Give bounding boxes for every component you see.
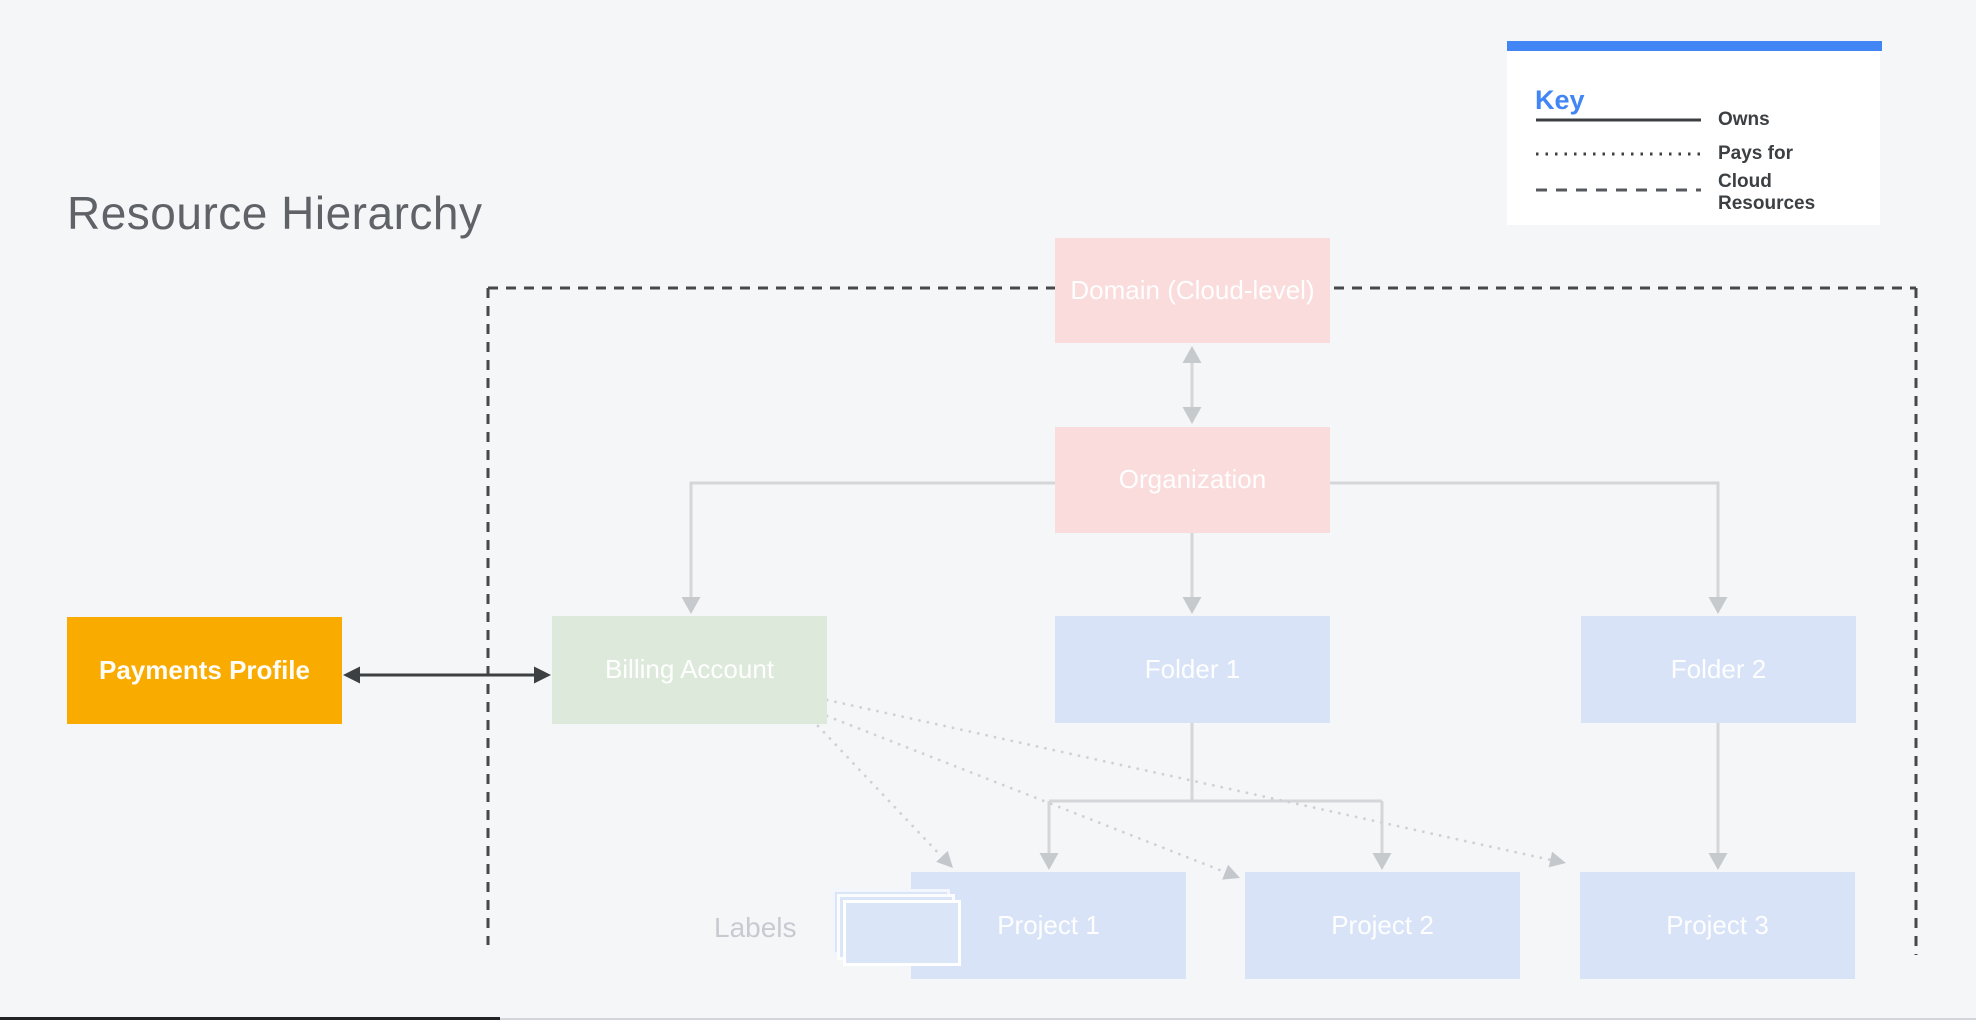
legend-label-cloud-resources: Cloud Resources (1718, 171, 1816, 214)
page-title: Resource Hierarchy (67, 187, 483, 239)
node-folder-1: Folder 1 (1055, 616, 1330, 723)
pays-arrowhead-project3 (1548, 851, 1566, 868)
legend-accent-bar (1507, 41, 1882, 51)
pays-arrowhead-project2 (1222, 864, 1240, 880)
labels-stacked-cards-icon (832, 889, 967, 971)
arrowhead-folder2 (1708, 597, 1728, 614)
legend-title: Key (1535, 85, 1585, 115)
node-project-2: Project 2 (1245, 872, 1520, 979)
owns-connectors (689, 360, 1720, 855)
legend-dotted-line-icon (1536, 152, 1701, 156)
pays-for-connectors (816, 698, 1553, 874)
pays-for-project2-line (825, 714, 1227, 874)
node-organization: Organization (1055, 427, 1330, 533)
arrowhead-up-domain (1182, 346, 1202, 363)
payments-billing-arrow (343, 666, 551, 684)
arrowhead-project3 (1708, 853, 1728, 870)
legend-label-pays-for: Pays for (1718, 143, 1793, 164)
pays-for-project3-line (825, 698, 1553, 862)
pays-for-project1-line (816, 724, 944, 859)
arrowhead-down-org (1182, 407, 1202, 424)
arrowhead-project2 (1372, 853, 1392, 870)
cloud-resources-boundary (486, 286, 1918, 955)
node-domain: Domain (Cloud-level) (1055, 238, 1330, 343)
owns-org-billing-line (689, 481, 1055, 599)
node-project-3: Project 3 (1580, 872, 1855, 979)
node-payments-profile: Payments Profile (67, 617, 342, 724)
pays-for-arrowheads (936, 850, 1566, 880)
owns-arrowheads (681, 346, 1728, 870)
legend-panel (1507, 51, 1880, 225)
legend: Key Owns Pays for Cloud Resources (1507, 41, 1882, 225)
arrowhead-right-billing (534, 666, 551, 684)
legend-solid-line-icon (1536, 118, 1701, 122)
owns-folder1-projects-line (1047, 723, 1384, 855)
node-folder-2: Folder 2 (1581, 616, 1856, 723)
arrowhead-project1 (1039, 853, 1059, 870)
pays-arrowhead-project1 (936, 850, 953, 868)
bottom-edge-dark-sliver (0, 1017, 500, 1020)
arrowhead-folder1 (1182, 597, 1202, 614)
label-card-front (843, 900, 961, 966)
bottom-edge-light-sliver (500, 1018, 1976, 1020)
arrowhead-billing (681, 597, 701, 614)
legend-dashed-line-icon (1536, 188, 1701, 192)
arrowhead-left-payments (343, 666, 360, 684)
owns-org-folder2-line (1330, 481, 1720, 599)
legend-label-owns: Owns (1718, 109, 1770, 130)
node-billing-account: Billing Account (552, 616, 827, 724)
labels-caption: Labels (714, 912, 797, 943)
